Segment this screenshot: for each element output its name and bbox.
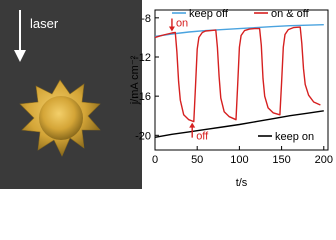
legend-label-keep-on: keep on — [275, 131, 314, 143]
x-axis-label: t/s — [236, 177, 248, 189]
x-tick-label: 100 — [230, 154, 248, 166]
legend: keep off on & off keep on — [172, 8, 314, 143]
x-tick-label: 200 — [315, 154, 333, 166]
x-tick-label: 0 — [152, 154, 158, 166]
photocurrent-chart: 0 50 100 150 200 -8 -12 -16 -20 t/s j/mA cm⁻² keep… — [129, 8, 333, 189]
nanoparticle-image — [19, 79, 101, 157]
nanoparticle-core — [39, 96, 83, 140]
annotation-arrowhead-on — [168, 26, 175, 32]
laser-label: laser — [30, 16, 59, 31]
laser-arrow-head — [14, 50, 26, 62]
series-layer — [154, 24, 324, 138]
annotations: on off — [168, 18, 209, 143]
annotation-arrowhead-off — [189, 122, 196, 128]
annotation-label-on: on — [176, 18, 188, 30]
plot-frame — [154, 9, 329, 151]
legend-label-on-off: on & off — [271, 8, 310, 20]
y-tick-label: -12 — [135, 52, 151, 64]
y-tick-label: -20 — [135, 130, 151, 142]
figure-root: laser 0 50 100 150 200 -8 -12 -16 -20 t/s j/mA cm⁻… — [0, 0, 333, 189]
y-tick-label: -16 — [135, 91, 151, 103]
laser-illustration: laser — [0, 0, 142, 189]
annotation-label-off: off — [196, 131, 209, 143]
y-axis-label: j/mA cm⁻² — [129, 55, 141, 105]
legend-label-keep-off: keep off — [189, 8, 229, 20]
series-line-on-off — [154, 26, 321, 123]
series-line-keep-on — [154, 110, 324, 138]
x-tick-label: 50 — [191, 154, 203, 166]
x-tick-label: 150 — [272, 154, 290, 166]
y-tick-label: -8 — [141, 13, 151, 25]
axes: 0 50 100 150 200 -8 -12 -16 -20 t/s j/mA cm⁻² — [129, 9, 333, 189]
series-line-keep-off — [154, 24, 324, 38]
